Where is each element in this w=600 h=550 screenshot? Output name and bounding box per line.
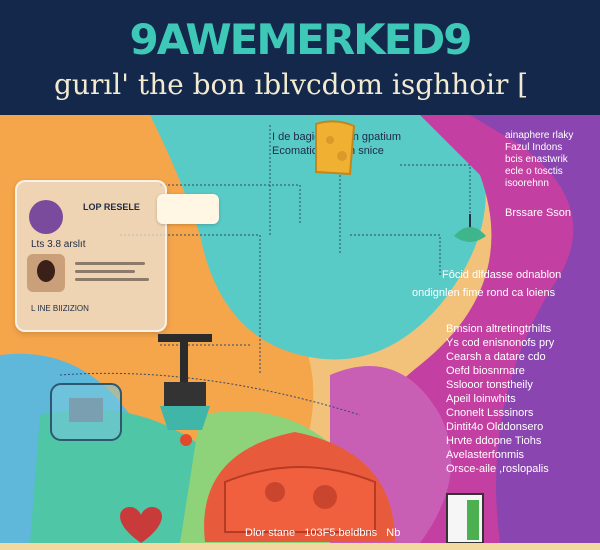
page-title: 9AWEMERKED9 [129,18,472,62]
right-list-item: Oefd biosnrnare [446,365,525,377]
right-heading-1: Fôcid dlfdasse odnablon [442,269,562,281]
backpack-illustration [195,412,405,542]
right-list-item: Dintit4o Olddonsero [446,421,544,433]
right-list-item: Cnonelt Lsssinors [446,407,534,419]
right-note-1: ainaphere rlaky [505,130,574,141]
header-banner: 9AWEMERKED9 gurıl' the bon ıblvcdom isgh… [0,0,600,115]
page-subtitle: gurıl' the bon ıblvcdom isghhoir [ [54,68,529,101]
lamp-icon [452,214,488,246]
right-list-item: Cearsh a datare cdo [446,351,546,363]
card-small-text: L INE BIIZIZION [31,304,89,313]
right-list-item: Sslooor tonstheily [446,379,533,391]
right-note-4: ecle o tosctis [505,166,563,177]
card-note [157,194,219,224]
right-list-item: Avelasterfonmis [446,449,525,461]
right-note-3: bcis enastwrik [505,154,568,165]
card-photo [27,254,65,292]
card-code: Lts 3.8 arslıt [31,239,86,250]
id-card: Lts 3.8 arslıt LOP RESELE L INE BIIZIZIO… [15,180,219,332]
right-heading-2: ondignlen fime rond ca loiens [412,287,556,299]
right-list-item: Ys cod enisnonofs pry [446,337,555,349]
cheese-icon [310,118,360,178]
right-list-item: Apeil loinwhits [446,393,516,405]
right-list-item: Hrvte ddopne Tiohs [446,435,542,447]
heart-icon [112,505,170,545]
right-note-5: isoorehnn [505,178,549,189]
pump-icon [150,330,220,450]
right-list-item: Bmsion altretingtrhilts [446,323,552,335]
card-logo [29,200,63,234]
right-list-item: Orsce-aile ,roslopalis [446,463,549,475]
right-label: Brssare Sson [505,207,572,219]
right-note-2: Fazul Indons [505,142,563,153]
footer-text: Dlor stane 103F5.beldbns Nb [245,527,401,539]
card-line [75,270,135,273]
card-line [75,278,149,281]
box-icon [445,492,485,544]
card-line [75,262,145,265]
card-title: LOP RESELE [83,202,140,212]
jar-icon [45,380,130,445]
